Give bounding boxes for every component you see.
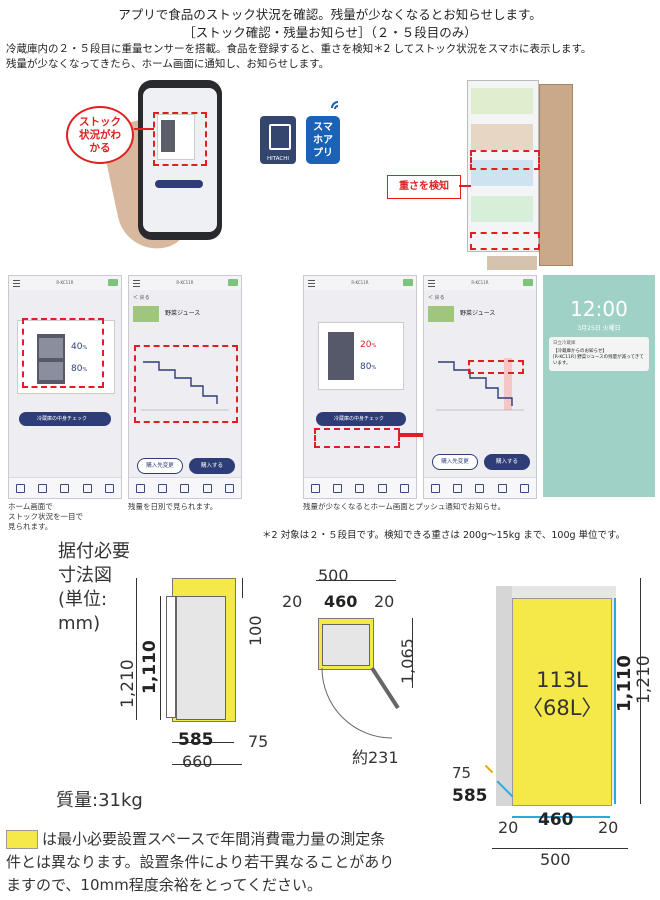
s2-item-name: 野菜ジュース <box>165 310 201 317</box>
side-door <box>166 596 176 718</box>
top-dim-line-depth <box>412 618 413 688</box>
side-h-inner: 1,110 <box>140 640 160 694</box>
s4-highlight <box>468 360 524 374</box>
stock-status-bubble: ストック状況がわかる <box>66 106 134 164</box>
s4-back[interactable]: ＜ 戻る <box>428 295 445 301</box>
front-side-face <box>496 586 512 806</box>
top-gap-left: 20 <box>282 592 303 611</box>
s4-change-store-button[interactable]: 購入先変更 <box>432 454 478 470</box>
note-line-2: 件とは異なります。設置条件により若干異なることがあり <box>6 853 395 871</box>
front-gap-right: 20 <box>598 818 619 837</box>
side-h-outer: 1,210 <box>118 659 138 708</box>
screen-daily-low: R-KC11R ＜ 戻る 野菜ジュース 購入先変更 購入する <box>423 275 537 499</box>
weight-pointer <box>459 185 471 187</box>
dims-title: 据付必要 寸法図 (単位: mm) <box>58 541 130 634</box>
s1-pct2: 80 <box>71 364 83 374</box>
s3-notice-highlight <box>314 428 400 448</box>
smartphone-app-icon: スマホアプリ <box>306 116 340 164</box>
s1-highlight <box>22 318 104 388</box>
s2-change-store-button[interactable]: 購入先変更 <box>137 458 183 474</box>
lock-date: 3月25日 火曜日 <box>577 325 621 332</box>
side-depth-total: 660 <box>182 752 213 771</box>
intro-line-1: 冷蔵庫内の２・５段目に重量センサーを搭載。食品を登録すると、重さを検知＊2 して… <box>6 43 592 55</box>
intro-line-2: 残量が少なくなってきたら、ホーム画面に通知し、お知らせします。 <box>6 58 330 70</box>
weight-sensor-shelf-5 <box>470 232 540 250</box>
push-notification[interactable]: 日立冷蔵庫 【冷蔵庫からのお知らせ】 [R-KC11R] 野菜ジュースの残量が減… <box>549 337 649 371</box>
front-dim-line-1210 <box>640 578 641 804</box>
top-fridge-body <box>322 624 370 666</box>
screen-model: R-KC11R <box>56 280 74 285</box>
front-fridge-body <box>512 598 612 806</box>
side-dim-line-total <box>172 764 242 765</box>
front-depth-gap: 75 <box>452 764 472 782</box>
note-line-1: は最小必要設置スペースで年間消費電力量の測定条 <box>42 830 386 848</box>
phone-stock-highlight <box>153 112 207 166</box>
fridge-photo <box>467 80 582 270</box>
top-w-inner: 460 <box>324 592 358 611</box>
door-swing-arc <box>321 666 400 739</box>
s4-item-name: 野菜ジュース <box>460 310 496 317</box>
top-w-outer: 500 <box>318 566 349 585</box>
caption-daily: 残量を日別で見られます。 <box>128 502 218 511</box>
s3-fridge-check-button[interactable]: 冷蔵庫の中身チェック <box>316 412 406 426</box>
caption-notify: 残量が少なくなるとホーム画面とプッシュ通知でお知らせ。 <box>303 502 506 511</box>
front-h-outer: 1,210 <box>634 655 654 704</box>
weight-sensor-shelf-2 <box>470 150 540 170</box>
hitachi-label: HITACHI <box>267 156 289 162</box>
s3-pct1: 20 <box>360 340 372 350</box>
page-title: アプリで食品のストック状況を確認。残量が少なくなるとお知らせします。 <box>118 7 542 22</box>
front-gap-left: 20 <box>498 818 519 837</box>
front-capacity-sub: 〈68L〉 <box>522 696 603 720</box>
fridge-app-icon: HITACHI <box>260 116 296 164</box>
screen-home-low: R-KC11R 20% 80% 冷蔵庫の中身チェック <box>303 275 417 499</box>
app-label: スマホアプリ <box>313 121 333 159</box>
front-dim-line-460 <box>512 816 610 818</box>
side-fridge-body <box>176 596 226 720</box>
wifi-icon <box>330 98 344 112</box>
front-h-inner: 1,110 <box>614 655 635 712</box>
side-dim-line-inner <box>160 596 161 720</box>
footnote: ＊2 対象は２・５段目です。検知できる重さは 200g〜15kg まで、100g… <box>262 530 626 541</box>
top-door-swing: 約231 <box>352 748 399 767</box>
s2-buy-button[interactable]: 購入する <box>189 458 235 474</box>
arrow-shaft <box>398 433 428 437</box>
screen-daily-graph: R-KC11R ＜ 戻る 野菜ジュース 購入先変更 購入する <box>128 275 242 499</box>
s2-highlight <box>134 345 238 423</box>
front-dim-line-75 <box>484 764 494 774</box>
side-dim-line-outer <box>136 578 137 720</box>
s3-pct2: 80 <box>360 362 372 372</box>
front-w-total: 500 <box>540 850 571 869</box>
side-dim-line-top <box>242 578 243 598</box>
lock-time: 12:00 <box>570 297 628 321</box>
front-dim-line-1110 <box>614 598 616 804</box>
front-w-inner: 460 <box>538 810 574 830</box>
page-subtitle: ［ストック確認・残量お知らせ］（２・５段目のみ） <box>183 25 477 40</box>
s4-buy-button[interactable]: 購入する <box>484 454 530 470</box>
top-gap-right: 20 <box>374 592 395 611</box>
top-depth: 1,065 <box>398 638 417 684</box>
weight-detect-label: 重さを検知 <box>387 175 461 199</box>
bubble-pointer <box>134 128 154 130</box>
legend-yellow-swatch <box>6 830 38 849</box>
side-top-gap: 100 <box>246 615 265 646</box>
side-depth-gap: 75 <box>248 732 269 751</box>
top-dim-line-500 <box>316 580 396 581</box>
note-line-3: ますので、10mm程度余裕をとってください。 <box>6 876 323 894</box>
s1-pct1: 40 <box>71 342 83 352</box>
side-dim-line-d <box>172 742 234 743</box>
product-weight: 質量:31kg <box>56 790 143 811</box>
s1-fridge-check-button[interactable]: 冷蔵庫の中身チェック <box>19 412 111 426</box>
screen-lock: 12:00 3月25日 火曜日 日立冷蔵庫 【冷蔵庫からのお知らせ】 [R-KC… <box>543 275 655 497</box>
front-depth: 585 <box>452 786 488 806</box>
s2-back[interactable]: ＜ 戻る <box>133 295 150 301</box>
caption-home: ホーム画面で ストック状況を一目で 見られます。 <box>8 502 83 531</box>
side-depth: 585 <box>178 730 214 750</box>
front-capacity: 113L <box>536 668 588 692</box>
front-dim-line-500 <box>492 848 628 849</box>
